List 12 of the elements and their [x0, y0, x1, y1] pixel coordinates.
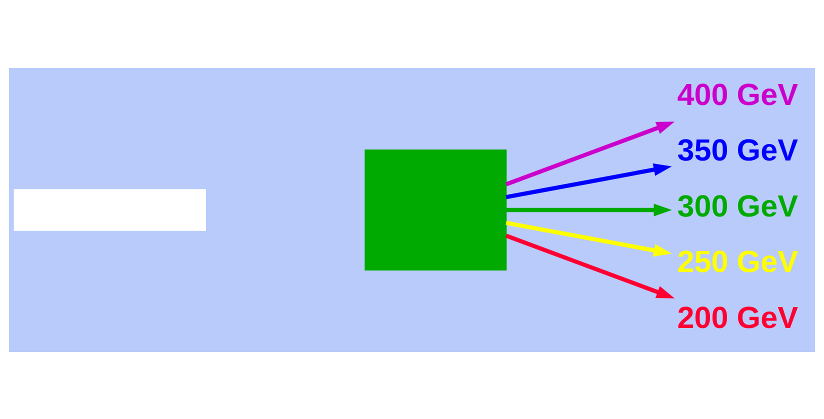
arrow: [506, 220, 672, 256]
arrow: [505, 121, 675, 186]
node-text: 300 GeV: [677, 188, 798, 223]
arrow: [506, 203, 672, 216]
node-bar: [14, 188, 206, 230]
node-box: [364, 148, 507, 270]
node-text: 400 GeV: [677, 78, 798, 112]
arrow: [506, 162, 672, 199]
node-text: 200 GeV: [677, 300, 798, 334]
node-text: 250 GeV: [677, 244, 798, 279]
arrow: [505, 233, 675, 298]
node-text: 350 GeV: [677, 133, 798, 168]
